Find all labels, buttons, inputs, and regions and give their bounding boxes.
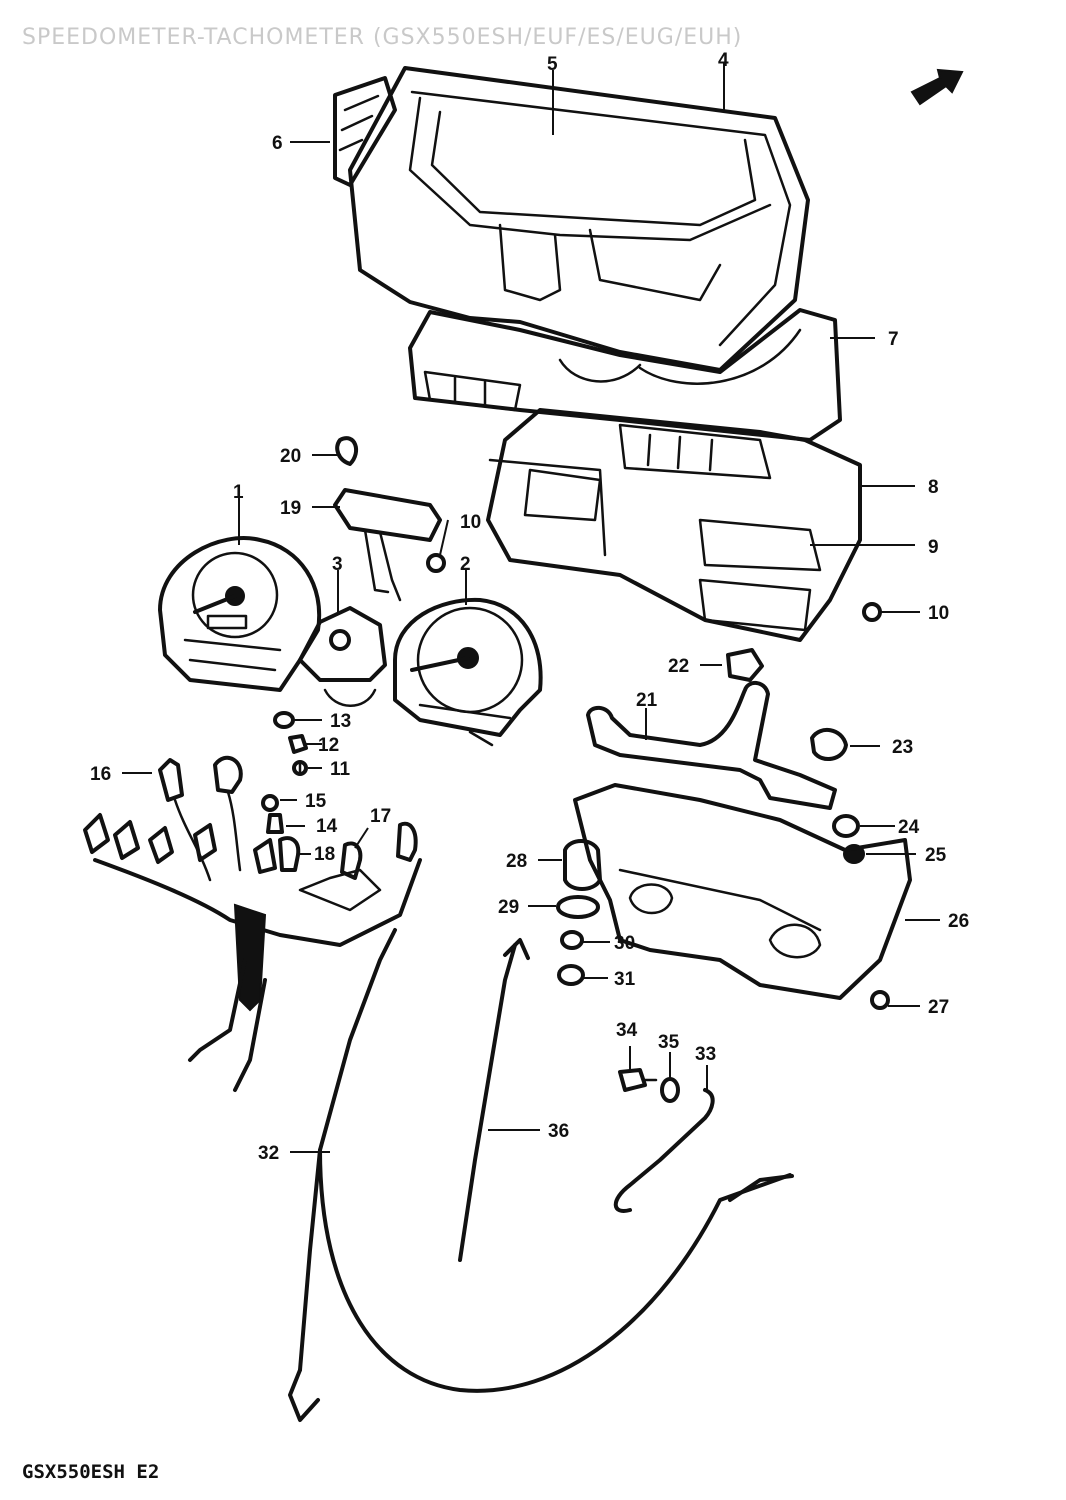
callout-7: 7	[888, 329, 899, 350]
screw-34	[618, 1068, 658, 1092]
callout-29: 29	[498, 897, 519, 918]
lamp-bracket-3	[298, 606, 387, 707]
callout-22: 22	[668, 656, 689, 677]
diagram-footer: GSX550ESH E2	[22, 1461, 159, 1483]
callout-10-upper: 10	[460, 512, 481, 533]
diagram-title: SPEEDOMETER-TACHOMETER (GSX550ESH/EUF/ES…	[22, 25, 742, 50]
callout-5: 5	[547, 54, 558, 75]
callout-21: 21	[636, 690, 658, 711]
callout-18: 18	[314, 844, 335, 865]
nut-22	[726, 648, 764, 682]
screw-11	[292, 760, 308, 776]
lower-cover-26	[573, 783, 912, 1000]
washer-35	[660, 1077, 680, 1103]
callout-33: 33	[695, 1044, 716, 1065]
socket-14	[266, 813, 284, 834]
nut-31	[557, 964, 585, 986]
washer-13	[273, 711, 295, 729]
washer-24	[832, 814, 860, 838]
callout-6: 6	[272, 133, 283, 154]
callout-17: 17	[370, 806, 391, 827]
callout-15: 15	[305, 791, 327, 812]
callout-28: 28	[506, 851, 527, 872]
callout-24: 24	[898, 817, 920, 838]
callout-labels: 1 2 3 4 5 6 7 8 9 10 10 11 12 13 14 15 1…	[90, 50, 969, 1164]
callout-14: 14	[316, 816, 338, 837]
callout-12: 12	[318, 735, 339, 756]
callout-30: 30	[614, 933, 635, 954]
callout-25: 25	[925, 845, 947, 866]
meter-cover	[348, 66, 810, 372]
speedometer	[158, 536, 322, 692]
callout-leaders	[122, 62, 940, 1153]
speedometer-cable-32	[288, 928, 794, 1422]
callout-27: 27	[928, 997, 949, 1018]
indicator-lens	[333, 76, 397, 187]
nut-23	[810, 728, 848, 762]
screw-10-right	[862, 602, 882, 622]
grommet-28	[563, 839, 602, 891]
bulb-12	[288, 734, 308, 754]
washer-29	[556, 895, 600, 919]
bracket-21	[586, 681, 837, 810]
callout-8: 8	[928, 477, 939, 498]
meter-lower-case	[486, 408, 862, 642]
socket-plate-19	[333, 488, 442, 602]
callout-4: 4	[718, 50, 729, 71]
callout-20: 20	[280, 446, 301, 467]
callout-13: 13	[330, 711, 351, 732]
screw-10-upper	[426, 553, 446, 573]
callout-16: 16	[90, 764, 111, 785]
callout-10-right: 10	[928, 603, 949, 624]
tachometer-cable-36	[458, 938, 530, 1262]
callout-1: 1	[233, 482, 244, 503]
screw-27	[870, 990, 890, 1010]
clamp-33	[613, 1088, 715, 1213]
callout-31: 31	[614, 969, 636, 990]
tachometer	[393, 597, 543, 747]
callout-3: 3	[332, 554, 343, 575]
callout-23: 23	[892, 737, 913, 758]
callout-35: 35	[658, 1032, 680, 1053]
callout-26: 26	[948, 911, 969, 932]
meter-panel-plate	[408, 308, 842, 442]
callout-32: 32	[258, 1143, 279, 1164]
collar-30	[560, 930, 584, 950]
front-arrow-icon	[910, 68, 964, 106]
grommet-20	[335, 436, 359, 466]
wiring-harness	[83, 755, 422, 1092]
callout-34: 34	[616, 1020, 638, 1041]
callout-36: 36	[548, 1121, 569, 1142]
callout-19: 19	[280, 498, 301, 519]
callout-9: 9	[928, 537, 939, 558]
callout-2: 2	[460, 554, 471, 575]
bulb-15	[261, 794, 279, 812]
callout-11: 11	[330, 759, 351, 780]
